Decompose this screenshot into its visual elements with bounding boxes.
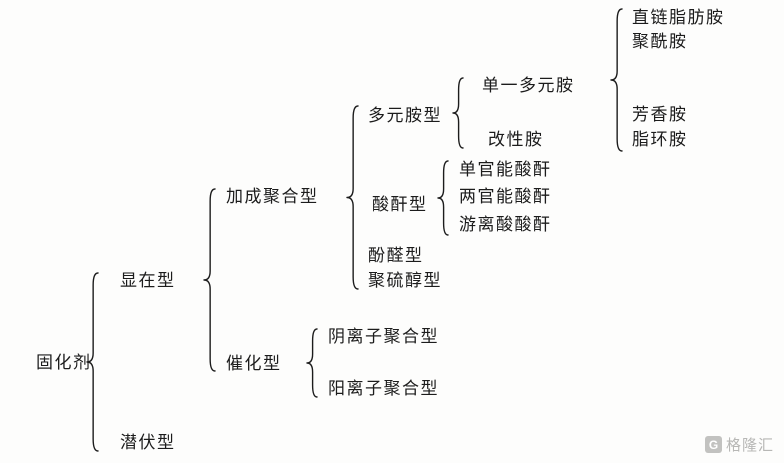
node-aromatic-amine: 芳香胺 xyxy=(632,105,688,124)
node-free-acid-anhydride: 游离酸酸酐 xyxy=(459,215,552,234)
watermark-text: 格隆汇 xyxy=(725,437,774,454)
node-cationic-polymerization-type: 阳离子聚合型 xyxy=(328,379,439,398)
brace-single-polyamine xyxy=(610,8,623,152)
node-catalytic-type: 催化型 xyxy=(226,354,282,373)
brace-apparent xyxy=(203,188,216,372)
brace-addition xyxy=(346,105,359,290)
node-polyamide: 聚酰胺 xyxy=(632,32,688,51)
brace-polyamine xyxy=(452,77,464,149)
node-phenolic-type: 酚醛型 xyxy=(368,246,424,265)
node-straight-chain-aliphatic-amine: 直链脂肪胺 xyxy=(632,8,725,27)
brace-root xyxy=(86,272,99,452)
node-monofunctional-anhydride: 单官能酸酐 xyxy=(459,160,552,179)
node-modified-amine: 改性胺 xyxy=(488,130,544,149)
node-apparent-type: 显在型 xyxy=(120,271,176,290)
node-anhydride-type: 酸酐型 xyxy=(372,195,428,214)
node-anionic-polymerization-type: 阴离子聚合型 xyxy=(328,327,439,346)
node-polyamine-type: 多元胺型 xyxy=(368,106,442,125)
node-alicyclic-amine: 脂环胺 xyxy=(632,130,688,149)
node-bifunctional-anhydride: 两官能酸酐 xyxy=(459,187,552,206)
node-single-polyamine: 单一多元胺 xyxy=(482,76,575,95)
brace-anhydride xyxy=(437,160,449,236)
gelonghui-logo-icon: G xyxy=(704,436,722,453)
node-polythiol-type: 聚硫醇型 xyxy=(368,271,442,290)
node-curing-agent: 固化剂 xyxy=(36,353,92,372)
brace-catalytic xyxy=(306,328,318,398)
node-addition-polymerization-type: 加成聚合型 xyxy=(226,187,319,206)
watermark: G 格隆汇 xyxy=(704,434,774,455)
node-latent-type: 潜伏型 xyxy=(120,433,176,452)
